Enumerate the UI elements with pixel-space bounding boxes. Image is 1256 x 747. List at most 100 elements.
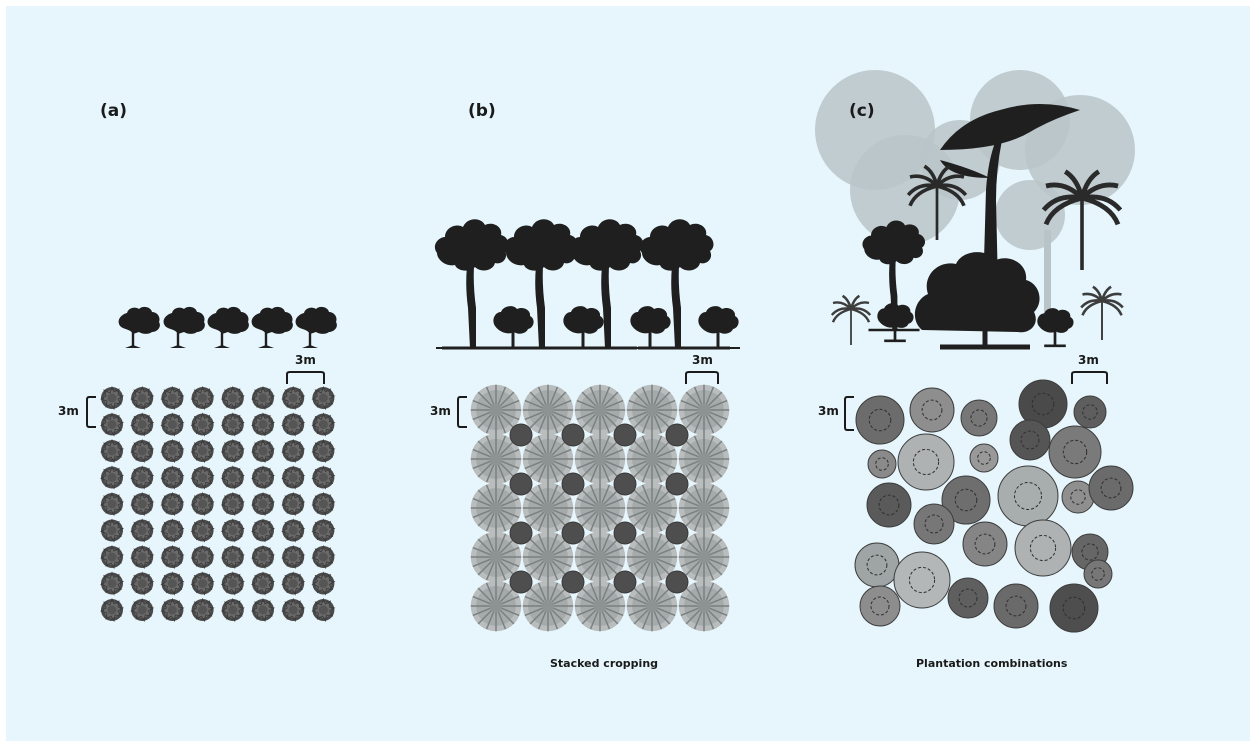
monoculture-plant-top	[191, 572, 215, 595]
monoculture-plant-top	[251, 572, 275, 595]
stacked-understory-top	[665, 521, 689, 545]
monoculture-plant-top	[160, 545, 184, 569]
panel-c-spacing-top: 3m	[1078, 353, 1099, 367]
monoculture-plant-top	[160, 598, 184, 622]
stacked-understory-top	[613, 423, 637, 447]
plantation-plant-top	[941, 475, 991, 525]
monoculture-plant-top	[281, 519, 305, 542]
plantation-plant-detail	[1014, 482, 1042, 510]
central-broadleaf-tree	[914, 252, 1040, 333]
plantation-plant-detail	[912, 448, 940, 476]
monoculture-plant-top	[251, 386, 275, 410]
monoculture-plant-top	[130, 545, 154, 569]
stacked-understory-top	[561, 570, 585, 594]
monoculture-plant-top	[191, 386, 215, 410]
monoculture-plant-top	[251, 492, 275, 516]
plantation-plant-detail	[870, 596, 890, 616]
monoculture-plant-top	[311, 598, 335, 622]
monoculture-plant-top	[130, 519, 154, 542]
monoculture-plant-top	[100, 413, 124, 436]
panel-b-spacing-side: 3m	[430, 404, 451, 418]
plantation-plant-top	[854, 542, 900, 588]
plantation-plant-detail	[974, 533, 996, 555]
panel-c-spacing-top-bracket	[1071, 371, 1108, 384]
monoculture-plant-top	[191, 598, 215, 622]
monoculture-plant-top	[221, 519, 245, 542]
plantation-plant-detail	[1070, 489, 1086, 505]
monoculture-plant-top	[100, 466, 124, 489]
panel-c-spacing-side-bracket	[844, 396, 854, 431]
monoculture-plant-top	[251, 466, 275, 489]
stacked-understory-top	[561, 472, 585, 496]
panel-a-spacing-top: 3m	[295, 353, 316, 367]
plantation-plant-top	[1083, 559, 1113, 589]
plantation-plant-detail	[1005, 595, 1027, 617]
plantation-plant-top	[947, 577, 989, 619]
panel-c-caption: Plantation combinations	[916, 657, 1068, 670]
panel-a-spacing-side-bracket	[86, 396, 96, 428]
fan-palm-left	[830, 294, 872, 347]
monoculture-plant-top	[221, 492, 245, 516]
plantation-plant-top	[866, 482, 912, 528]
plantation-plant-top	[893, 551, 951, 609]
monoculture-plant-top	[191, 439, 215, 463]
plantation-plant-top	[1009, 419, 1051, 461]
monoculture-plant-top	[160, 466, 184, 489]
monoculture-plant-top	[160, 572, 184, 595]
plantation-plant-detail	[1091, 567, 1105, 581]
plantation-plant-detail	[908, 566, 936, 594]
background-tree-trunk	[1044, 230, 1051, 330]
plantation-plant-detail	[1100, 477, 1122, 499]
monoculture-plant-top	[311, 386, 335, 410]
monoculture-plant-top	[221, 598, 245, 622]
plantation-plant-detail	[868, 408, 892, 432]
plantation-plant-top	[909, 387, 955, 433]
stacked-understory-top	[613, 521, 637, 545]
monoculture-plant-top	[311, 413, 335, 436]
plantation-plant-detail	[1082, 404, 1098, 420]
plantation-plant-detail	[954, 488, 978, 512]
plantation-plant-top	[859, 585, 901, 627]
emergent-tree-crown	[940, 104, 1080, 150]
monoculture-plant-top	[130, 466, 154, 489]
monoculture-plant-top	[160, 386, 184, 410]
plantation-plant-top	[1073, 395, 1107, 429]
monoculture-plant-top	[100, 598, 124, 622]
plantation-plant-top	[1014, 519, 1072, 577]
plantation-plant-top	[997, 465, 1059, 527]
panel-c-spacing-side: 3m	[818, 404, 839, 418]
monoculture-plant-top	[160, 439, 184, 463]
monoculture-plant-top	[311, 572, 335, 595]
central-broadleaf-trunk	[940, 310, 1030, 350]
monoculture-plant-top	[100, 519, 124, 542]
monoculture-plant-top	[311, 519, 335, 542]
monoculture-tree-4	[251, 306, 293, 348]
fan-palm-right	[1079, 285, 1125, 342]
panel-b-spacing-top-bracket	[685, 371, 719, 384]
plantation-plant-detail	[1062, 596, 1086, 620]
monoculture-tree-3	[207, 306, 249, 348]
plantation-plant-detail	[1081, 543, 1099, 561]
monoculture-plant-top	[281, 545, 305, 569]
panel-b-spacing-top: 3m	[692, 353, 713, 367]
monoculture-plant-top	[221, 413, 245, 436]
stacked-understory-top	[613, 472, 637, 496]
panel-a-label: (a)	[100, 101, 128, 121]
monoculture-plant-top	[251, 598, 275, 622]
monoculture-plant-top	[130, 492, 154, 516]
monoculture-plant-top	[281, 386, 305, 410]
plantation-plant-detail	[958, 588, 978, 608]
panel-b-label: (b)	[468, 101, 496, 121]
plantation-plant-top	[855, 395, 905, 445]
monoculture-plant-top	[281, 439, 305, 463]
monoculture-plant-top	[160, 519, 184, 542]
stacked-understory-top	[509, 423, 533, 447]
monoculture-plant-top	[221, 439, 245, 463]
monoculture-plant-top	[100, 386, 124, 410]
plantation-plant-detail	[875, 457, 889, 471]
stacked-understory-shrub-3	[628, 304, 673, 350]
stacked-understory-top	[613, 570, 637, 594]
plantation-plant-detail	[921, 399, 943, 421]
plantation-plant-top	[1049, 583, 1099, 633]
stacked-understory-top	[509, 472, 533, 496]
